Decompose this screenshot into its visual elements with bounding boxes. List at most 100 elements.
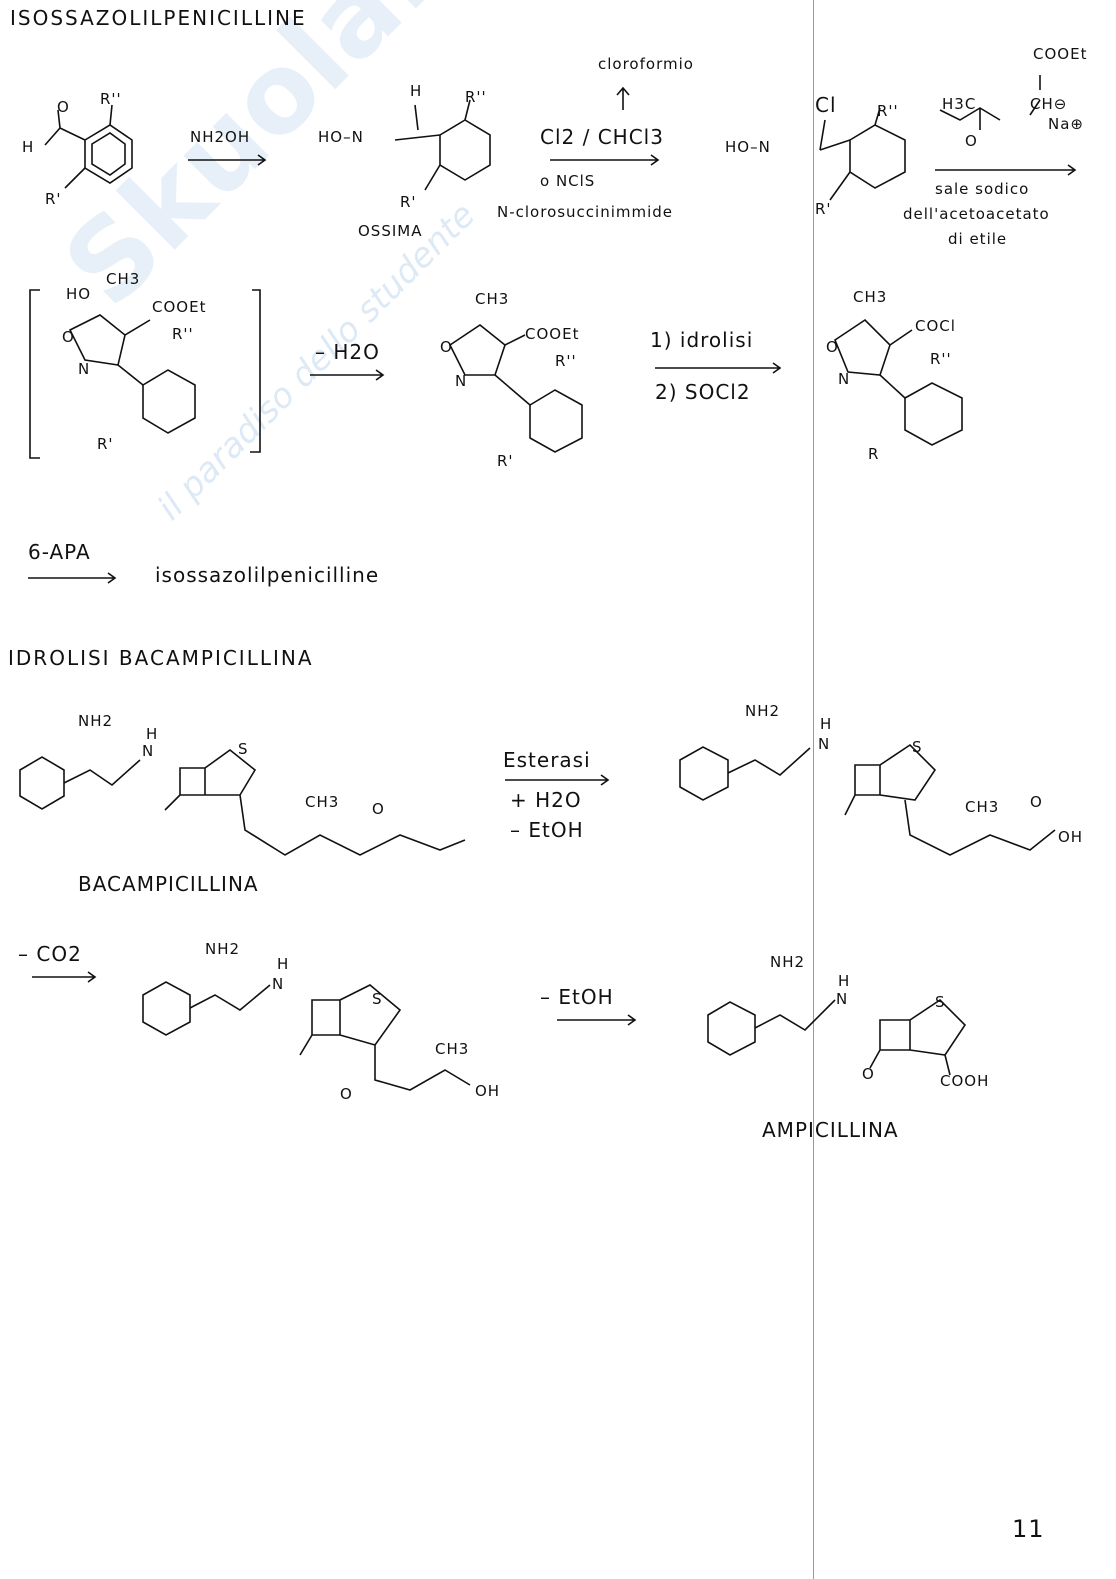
note-n-clorosuccinimmide: N-clorosuccinimmide <box>497 203 674 221</box>
carb-ch3: CH3 <box>965 798 1000 816</box>
ester-o: O <box>440 338 453 356</box>
carb-h: H <box>820 715 833 733</box>
reagent-minus-etoh-2: – EtOH <box>540 985 614 1009</box>
reagent-ncls: o NClS <box>540 172 596 190</box>
penam-bacampicillin <box>63 748 466 856</box>
hemi-s: S <box>372 990 383 1008</box>
amp-s: S <box>935 993 946 1011</box>
ester-n: N <box>455 372 468 390</box>
benzene-ring-bacampicillin <box>19 756 65 810</box>
acyl-r2: R'' <box>930 350 952 368</box>
amp-nh2: NH2 <box>770 953 806 971</box>
intermediate-cooet: COOEt <box>152 298 207 316</box>
reagent-esterasi: Esterasi <box>503 748 591 772</box>
note-cloroformio: cloroformio <box>598 55 694 73</box>
benzene-ring-oxime <box>439 119 491 181</box>
reagent-6-apa: 6-APA <box>28 540 91 564</box>
hemi-nh2: NH2 <box>205 940 241 958</box>
scan-line <box>813 0 814 1579</box>
aldehyde-o: O <box>57 98 70 116</box>
chloro-r1: R' <box>815 200 832 218</box>
bac-h: H <box>146 725 159 743</box>
acyl-ch3: CH3 <box>853 288 888 306</box>
hemi-h: H <box>277 955 290 973</box>
acyl-r: R <box>868 445 880 463</box>
acyl-cocl: COCl <box>915 317 956 335</box>
acetoacetate-cooet: COOEt <box>1033 45 1088 63</box>
aldehyde-r2: R'' <box>100 90 122 108</box>
carb-o: O <box>1030 793 1043 811</box>
intermediate-r1: R' <box>97 435 114 453</box>
reagent-socl2: 2) SOCl2 <box>655 380 751 404</box>
chloro-hon: HO–N <box>725 138 771 156</box>
intermediate-r2: R'' <box>172 325 194 343</box>
benzene-ring-chloro <box>849 124 906 189</box>
penam-carbonate <box>727 743 1056 856</box>
benzene-ring-ampicillin <box>707 1001 756 1056</box>
benzene-ring-intermediate <box>142 369 196 434</box>
intermediate-n: N <box>78 360 91 378</box>
reagent-minus-etoh: – EtOH <box>510 818 584 842</box>
carb-s: S <box>912 738 923 756</box>
intermediate-ch3: CH3 <box>106 270 141 288</box>
benzene-ring-carbonate <box>679 746 729 801</box>
chloro-r2: R'' <box>877 102 899 120</box>
product-isossazolilpenicilline: isossazolilpenicilline <box>155 563 380 587</box>
label-bacampicillina: BACAMPICILLINA <box>78 872 259 896</box>
acetoacetate-na-cation: Na⊕ <box>1048 115 1084 133</box>
oxime-h: H <box>410 82 423 100</box>
bac-nh2: NH2 <box>78 712 114 730</box>
intermediate-o: O <box>62 328 75 346</box>
hemi-o: O <box>340 1085 353 1103</box>
benzene-ring-hemiacetal <box>142 981 191 1036</box>
bac-n: N <box>142 742 155 760</box>
reagent-minus-co2: – CO2 <box>18 942 82 966</box>
carb-oh: OH <box>1058 828 1084 846</box>
penam-hemiacetal <box>189 984 471 1091</box>
reagent-cl2-chcl3: Cl2 / CHCl3 <box>540 125 664 149</box>
benzene-ring-acyl <box>904 382 963 446</box>
bac-s: S <box>238 740 249 758</box>
section-title-idrolisi-bacampicillina: IDROLISI BACAMPICILLINA <box>8 646 314 670</box>
amp-cooh: COOH <box>940 1072 990 1090</box>
ester-cooet: COOEt <box>525 325 580 343</box>
reagent-minus-h2o: – H2O <box>315 340 380 364</box>
reagent-nh2oh: NH2OH <box>190 128 251 146</box>
acetoacetate-o: O <box>965 132 978 150</box>
label-ampicillina: AMPICILLINA <box>762 1118 899 1142</box>
ester-ch3: CH3 <box>475 290 510 308</box>
chloro-cl: Cl <box>815 93 837 117</box>
page-number: 11 <box>1012 1515 1045 1543</box>
hemi-n: N <box>272 975 285 993</box>
amp-n: N <box>836 990 849 1008</box>
benzene-ring-aldehyde <box>84 124 133 184</box>
reagent-idrolisi: 1) idrolisi <box>650 328 754 352</box>
aldehyde-h: H <box>22 138 35 156</box>
oxime-label: OSSIMA <box>358 222 423 240</box>
acyl-n: N <box>838 370 851 388</box>
hemi-ch3: CH3 <box>435 1040 470 1058</box>
ester-r2: R'' <box>555 352 577 370</box>
note-acetoacetato: dell'acetoacetato <box>903 205 1050 223</box>
carb-nh2: NH2 <box>745 702 781 720</box>
note-sale-sodico: sale sodico <box>935 180 1030 198</box>
amp-h: H <box>838 972 851 990</box>
ester-r1: R' <box>497 452 514 470</box>
oxime-hon: HO–N <box>318 128 364 146</box>
bac-o: O <box>372 800 385 818</box>
oxime-r1: R' <box>400 193 417 211</box>
intermediate-ho: HO <box>66 285 92 303</box>
benzene-ring-ester <box>529 389 583 453</box>
acyl-o: O <box>826 338 839 356</box>
amp-o: O <box>862 1065 875 1083</box>
acetoacetate-h3c: H3C <box>942 95 977 113</box>
note-di-etile: di etile <box>948 230 1008 248</box>
hemi-oh: OH <box>475 1082 501 1100</box>
bac-ch3: CH3 <box>305 793 340 811</box>
section-title-isossazolilpenicilline: ISOSSAZOLILPENICILLINE <box>10 6 307 30</box>
oxime-r2: R'' <box>465 88 487 106</box>
reagent-plus-h2o: + H2O <box>510 788 582 812</box>
penam-ampicillin <box>754 998 967 1076</box>
